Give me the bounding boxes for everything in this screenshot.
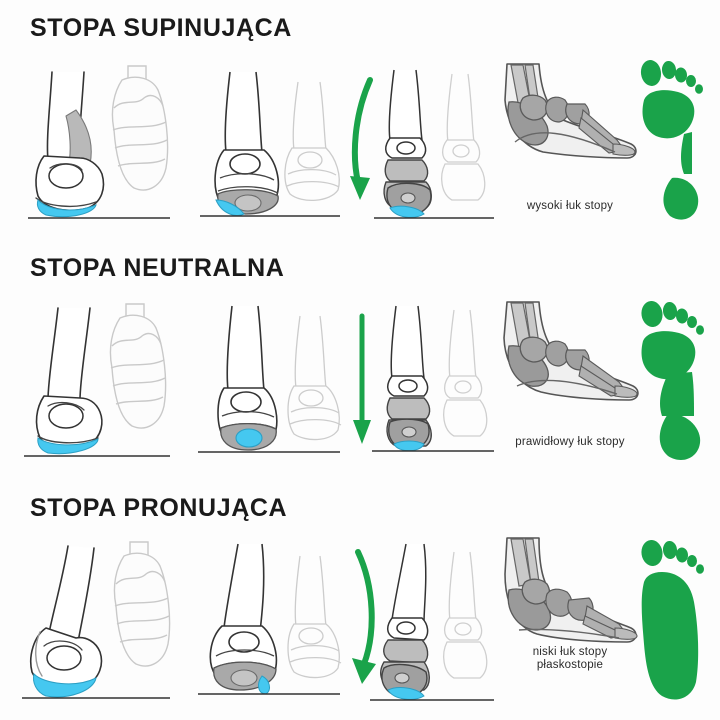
contact-zone-central-icon (37, 437, 99, 455)
panel-footprint-supination (628, 48, 720, 234)
contact-zone-central-icon (393, 440, 425, 452)
curved-arrow-left-down-icon (350, 77, 373, 200)
arch-caption-line: prawidłowy łuk stopy (515, 436, 625, 448)
footprint-normal-arch-icon (641, 301, 704, 460)
panel-side-view-pronation (10, 528, 190, 714)
rear-shoe-ghost-icon (287, 555, 342, 679)
panel-skeleton-rear-pronation (348, 528, 498, 714)
contact-zone-medial-icon (387, 687, 425, 700)
heel-center-icon (234, 194, 262, 212)
arch-caption-line: płaskostopie (536, 659, 604, 671)
toes-icon (612, 143, 636, 156)
plantar-arch-line-icon (516, 379, 618, 395)
straight-arrow-down-icon (353, 313, 371, 444)
arch-caption-pronation: niski łuk stopy płaskostopie (495, 646, 645, 672)
footprint-high-arch-icon (640, 60, 703, 220)
section-title-supination: STOPA SUPINUJĄCA (30, 14, 292, 42)
rear-shoe-ghost-icon (287, 315, 342, 441)
contact-zone-medial-icon (33, 673, 97, 698)
panel-side-view-supination (10, 48, 190, 234)
plantar-arch-line-icon (518, 628, 620, 639)
panel-foot-skeleton-neutral: prawidłowy łuk stopy (495, 288, 645, 474)
toes-icon (614, 385, 638, 398)
arch-caption-line: wysoki łuk stopy (526, 200, 614, 212)
contact-zone-lateral-icon (389, 205, 425, 218)
section-neutral: STOPA NEUTRALNA (0, 240, 720, 480)
panel-rear-view-pronation (190, 528, 350, 714)
arch-caption-neutral: prawidłowy łuk stopy (495, 436, 645, 449)
sole-outline-icon (113, 541, 171, 667)
rear-skeleton-ghost-icon (441, 73, 486, 201)
side-view-shoe-heel-neutral-icon (24, 303, 170, 457)
section-title-neutral: STOPA NEUTRALNA (30, 254, 285, 282)
foot-skeleton-side-flat-arch-icon (504, 537, 638, 643)
section-supination: STOPA SUPINUJĄCA (0, 0, 720, 240)
rear-shoe-ghost-icon (284, 81, 340, 201)
contact-zone-central-icon (235, 428, 263, 448)
panel-foot-skeleton-supination: wysoki łuk stopy (495, 48, 645, 234)
curved-arrow-right-down-icon (352, 549, 376, 684)
panel-footprint-pronation (628, 528, 720, 714)
talus-icon (519, 336, 548, 363)
side-view-shoe-heel-outward-icon (28, 65, 170, 219)
rear-skeleton-ghost-icon (443, 309, 488, 437)
plantar-arch-line-icon (514, 132, 616, 153)
panel-rear-view-supination (190, 48, 350, 234)
footprint-flat-arch-icon (641, 540, 704, 700)
contact-zone-lateral-icon (215, 199, 245, 216)
rear-view-shoe-heel-outward-icon (200, 71, 340, 217)
foot-skeleton-side-high-arch-icon (504, 63, 637, 159)
contact-zone-lateral-icon (36, 199, 97, 218)
toes-icon (614, 627, 638, 640)
section-pronation: STOPA PRONUJĄCA (0, 480, 720, 720)
talus-icon (519, 94, 548, 121)
sole-outline-icon (111, 65, 169, 191)
panel-footprint-neutral (628, 288, 720, 474)
arch-caption-supination: wysoki łuk stopy (495, 200, 645, 213)
panel-rear-view-neutral (190, 288, 350, 474)
panel-skeleton-rear-supination (348, 48, 498, 234)
panel-side-view-neutral (10, 288, 190, 474)
sole-outline-icon (109, 303, 167, 429)
side-view-shoe-heel-inward-icon (22, 541, 171, 699)
rear-view-shoe-heel-inward-icon (198, 543, 342, 695)
arch-caption-line: niski łuk stopy (532, 646, 608, 658)
panel-foot-skeleton-pronation: niski łuk stopy płaskostopie (495, 528, 645, 714)
foot-skeleton-side-normal-arch-icon (503, 301, 639, 401)
panel-skeleton-rear-neutral (348, 288, 498, 474)
section-title-pronation: STOPA PRONUJĄCA (30, 494, 288, 522)
rear-view-shoe-heel-neutral-icon (198, 305, 342, 453)
rear-skeleton-ghost-icon (443, 551, 488, 679)
